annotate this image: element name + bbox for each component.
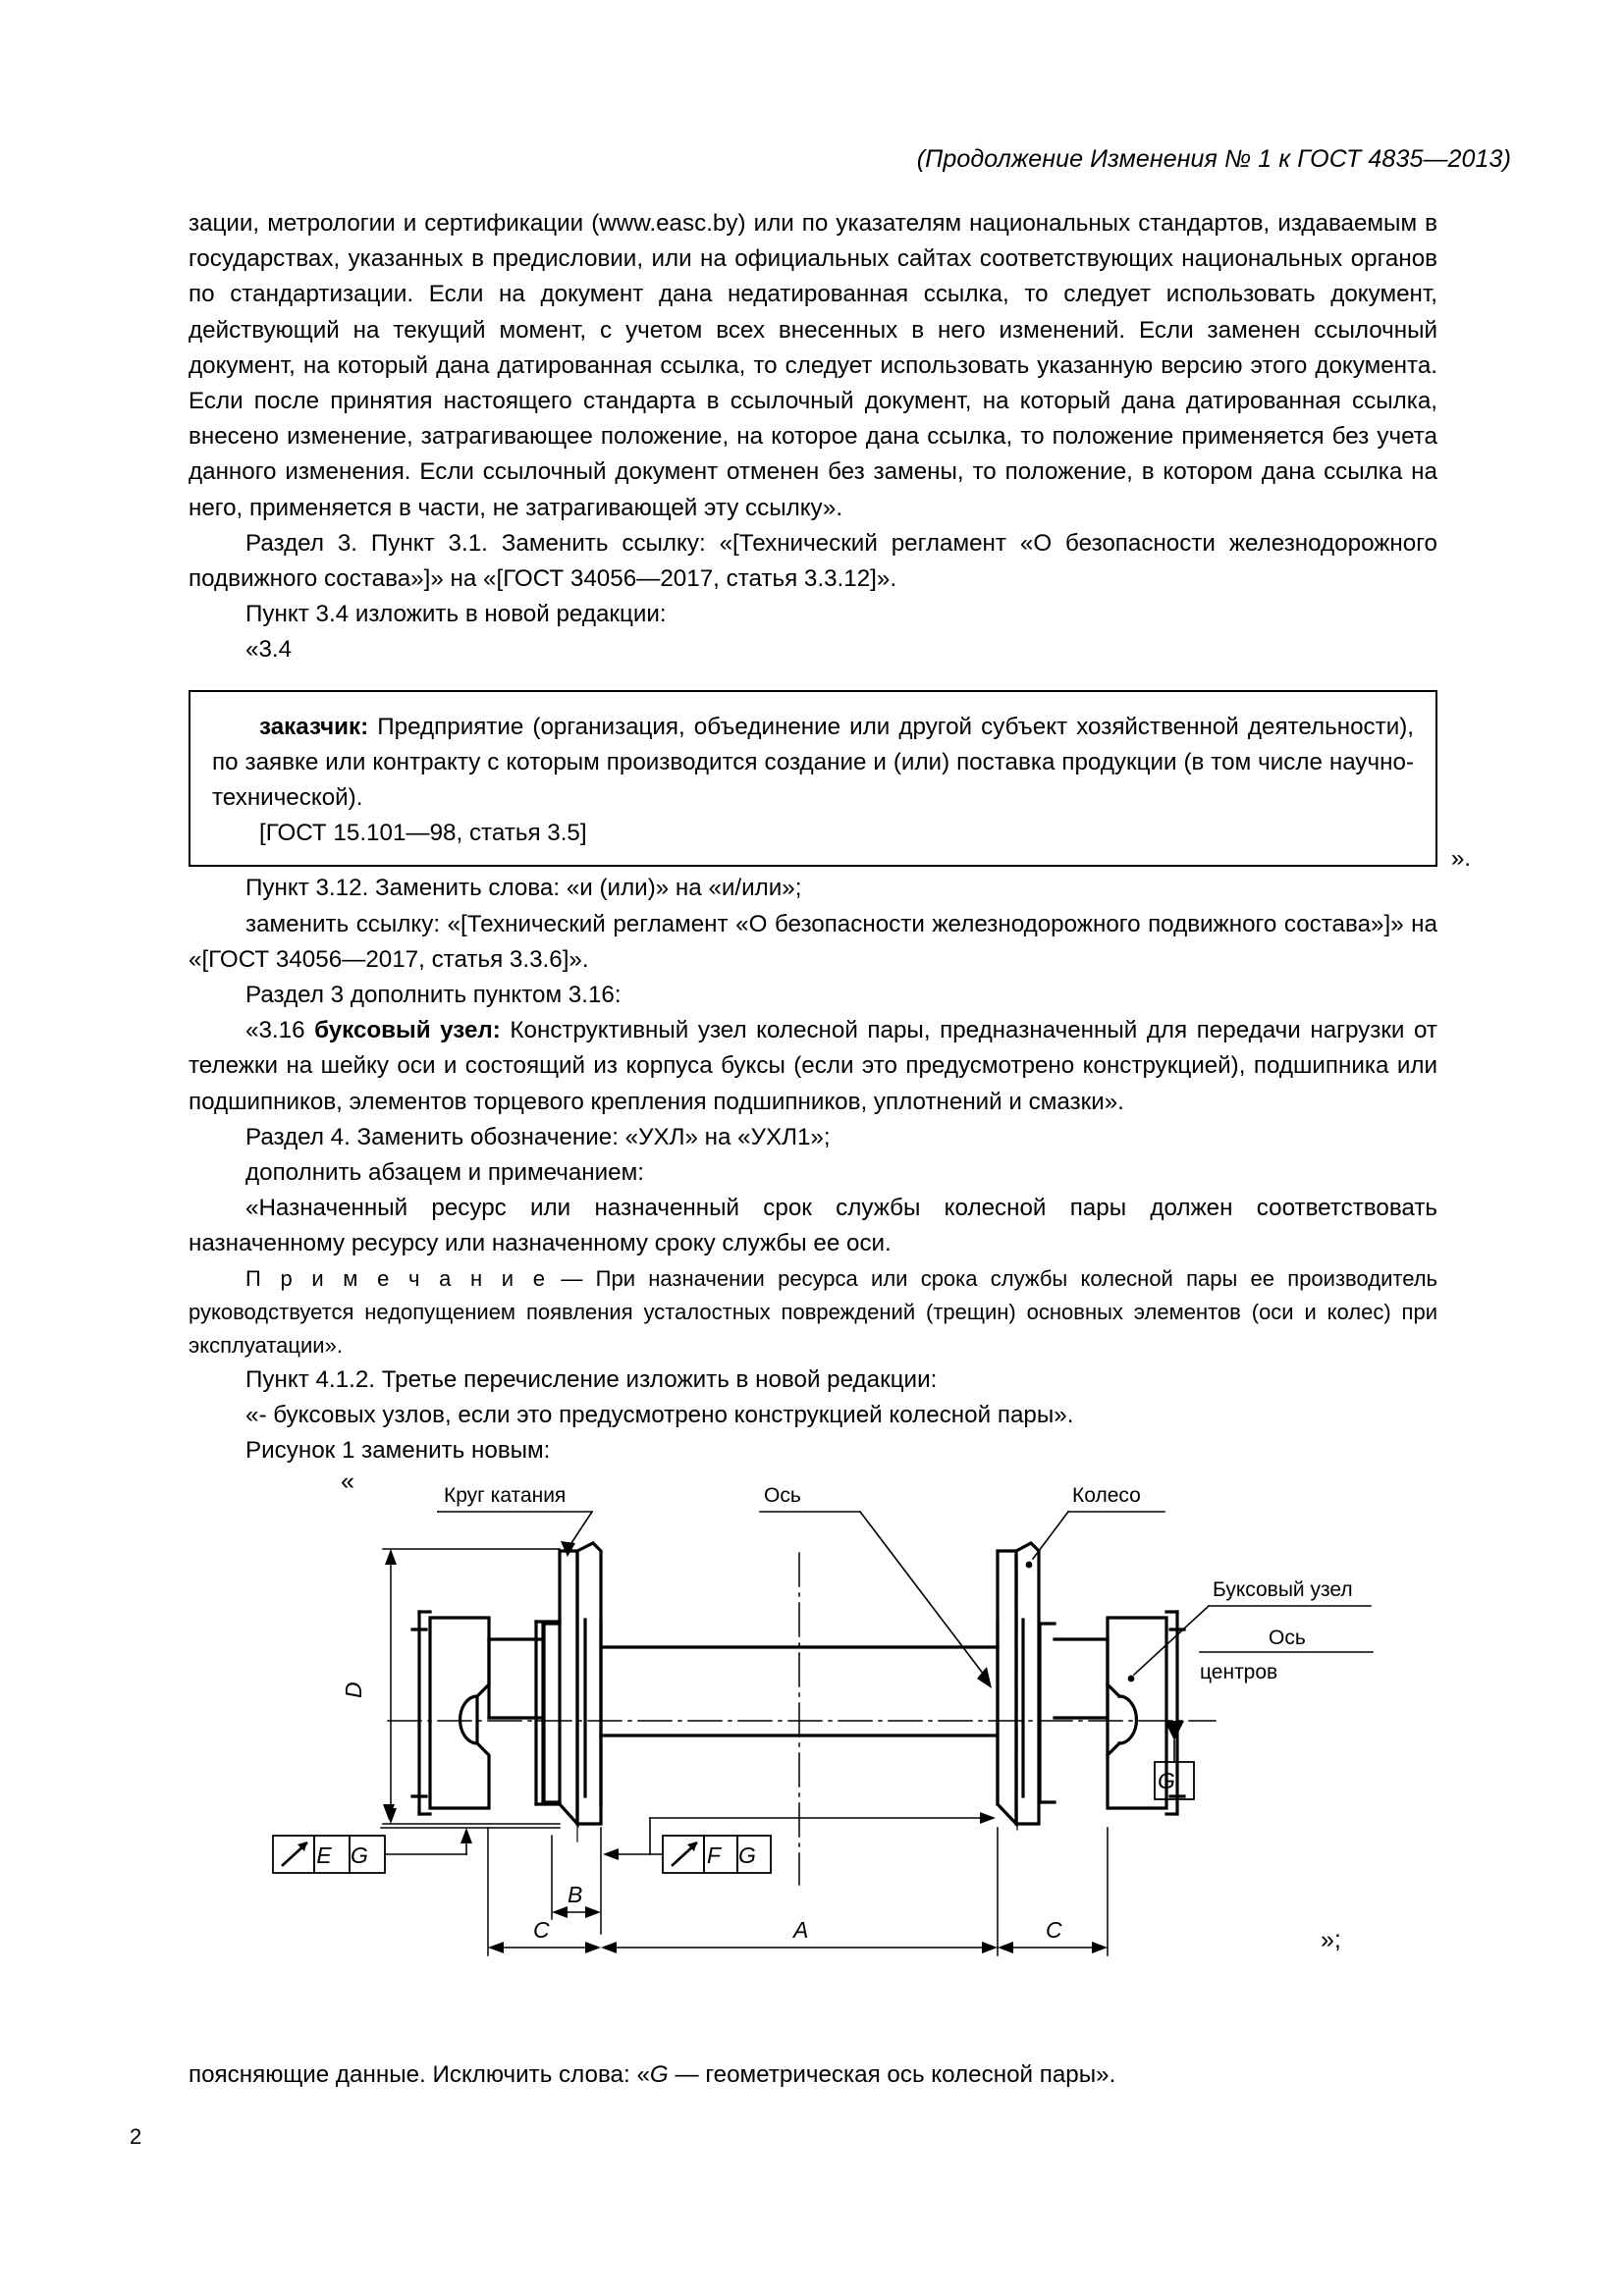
leader-dot-wheel <box>1025 1561 1033 1569</box>
left-wheel <box>542 1541 603 1829</box>
fcf-eg-arrow <box>460 1828 472 1843</box>
label-tread-circle: Круг катания <box>444 1484 566 1507</box>
dimension-D <box>382 1548 561 1825</box>
fcf-cell-F: F <box>707 1842 723 1868</box>
fcf-fg-arrow-left <box>603 1848 619 1860</box>
paragraph-section3-add316: Раздел 3 дополнить пунктом 3.16: <box>245 982 622 1009</box>
runout-arrowhead-middle <box>687 1842 697 1851</box>
axle-hub-left <box>534 1620 603 1806</box>
paragraph-assigned-resource: «Назначенный ресурс или назначенный срок… <box>189 1195 1437 1257</box>
definition-box-wrapper: заказчик: Предприятие (организация, объе… <box>189 689 1471 872</box>
paragraph-item412-enum: «- буксовых узлов, если это предусмотрен… <box>245 1401 1074 1428</box>
dim-label-B: B <box>568 1882 582 1907</box>
datum-triangle-g <box>1164 1721 1184 1740</box>
dim-arrow-d-top <box>385 1549 397 1565</box>
paragraph-note: П р и м е ч а н и е — При назначении рес… <box>189 1262 1437 1362</box>
trailing-before: поясняющие данные. Исключить слова: « <box>189 2061 650 2088</box>
left-wheel-hub <box>541 1622 560 1804</box>
dim-arrow-a-left <box>601 1942 617 1953</box>
dim-arrow-cleft-r <box>585 1942 601 1953</box>
right-wheel <box>996 1541 1041 1829</box>
dim-arrow-a-right <box>982 1942 998 1953</box>
definition-term: заказчик: <box>259 713 369 740</box>
figure-open-quote: « <box>341 1468 354 1495</box>
trailing-symbol: G <box>649 2061 669 2088</box>
right-axlebox <box>1105 1610 1186 1816</box>
document-body: зации, метрологии и сертификации (www.ea… <box>189 206 1471 1468</box>
dim-arrow-b-right <box>585 1906 601 1918</box>
label-wheel: Колесо <box>1072 1484 1141 1507</box>
datum-label-G: G <box>1158 1768 1175 1793</box>
fcf-cell-E: E <box>316 1842 332 1868</box>
dim-label-C-right: C <box>1046 1917 1062 1943</box>
fcf-cell-G-left: G <box>351 1842 368 1868</box>
label-axlebox-unit: Буксовый узел <box>1213 1578 1353 1601</box>
paragraph-item34-intro: Пункт 3.4 изложить в новой редакции: <box>245 601 667 628</box>
figure-wheelset: « »; <box>0 1443 1624 1993</box>
paragraph-reference-rules: зации, метрологии и сертификации (www.ea… <box>189 210 1437 521</box>
leader-arrow-tread <box>561 1541 575 1557</box>
note-label: П р и м е ч а н и е <box>245 1265 549 1291</box>
dim-label-C-left: C <box>533 1917 550 1943</box>
label-axle: Ось <box>764 1484 801 1507</box>
paragraph-item312-b: заменить ссылку: «[Технический регламент… <box>189 910 1437 973</box>
definition-source: [ГОСТ 15.101—98, статья 3.5] <box>259 820 587 847</box>
leader-dot-axlebox <box>1127 1675 1135 1682</box>
fcf-cell-G-middle: G <box>738 1842 756 1868</box>
note-text: — При назначении ресурса или срока служб… <box>189 1265 1437 1358</box>
leader-axle <box>759 1510 989 1681</box>
dim-label-A: A <box>791 1917 808 1943</box>
definition-text: заказчик: Предприятие (организация, объе… <box>212 710 1414 817</box>
page-number: 2 <box>130 2124 142 2149</box>
running-header: (Продолжение Изменения № 1 к ГОСТ 4835—2… <box>916 145 1511 173</box>
fcf-eg-leader <box>384 1835 467 1855</box>
dimension-C-left <box>487 1827 592 1956</box>
dimension-C-right <box>1006 1827 1109 1956</box>
paragraph-item34-number: «3.4 <box>245 636 293 664</box>
paragraph-section4-add: дополнить абзацем и примечанием: <box>245 1159 644 1187</box>
leader-wheel <box>1031 1510 1165 1561</box>
item316-prefix: «3.16 <box>245 1017 315 1044</box>
trailing-paragraph: поясняющие данные. Исключить слова: «G —… <box>189 2057 1437 2093</box>
definition-box: заказчик: Предприятие (организация, объе… <box>189 689 1437 868</box>
paragraph-section4-designation: Раздел 4. Заменить обозначение: «УХЛ» на… <box>245 1123 831 1150</box>
paragraph-section3-item31: Раздел 3. Пункт 3.1. Заменить ссылку: «[… <box>189 529 1437 593</box>
dimension-B <box>551 1827 602 1935</box>
datum-frame-g <box>1154 1761 1195 1800</box>
dimension-A <box>610 1827 999 1956</box>
right-wheel-hub <box>1038 1622 1056 1804</box>
dim-arrow-cleft-l <box>488 1942 504 1953</box>
leader-axlebox <box>1132 1604 1372 1677</box>
definition-closing-quote: ». <box>1450 845 1471 873</box>
label-centers-axis-2: центров <box>1200 1661 1277 1683</box>
item316-term: буксовый узел: <box>314 1017 501 1044</box>
dim-arrow-b-left <box>552 1906 568 1918</box>
runout-arrowhead-left <box>298 1842 307 1851</box>
dim-arrow-cright-r <box>1092 1942 1108 1953</box>
fcf-fg-leader-right <box>649 1817 988 1855</box>
fcf-eg-upper-arrow <box>383 1804 395 1820</box>
wheelset-drawing-svg: Круг катания Ось Колесо Буксовый узел Ос… <box>272 1484 1374 1956</box>
trailing-after: — геометрическая ось колесной пары». <box>668 2061 1116 2088</box>
figure-close-quote: »; <box>1321 1926 1341 1953</box>
leader-arrow-axle <box>977 1667 992 1688</box>
left-axlebox <box>410 1610 491 1816</box>
paragraph-figure1-replace: Рисунок 1 заменить новым: <box>245 1437 551 1465</box>
paragraph-item412: Пункт 4.1.2. Третье перечисление изложит… <box>245 1365 938 1393</box>
paragraph-item312-a: Пункт 3.12. Заменить слова: «и (или)» на… <box>245 875 802 902</box>
axle-journal-right <box>1053 1637 1110 1720</box>
dim-arrow-cright-l <box>998 1942 1013 1953</box>
fcf-eg-frame <box>272 1835 386 1874</box>
definition-body: Предприятие (организация, объединение ил… <box>212 713 1414 812</box>
dim-label-D: D <box>341 1682 366 1698</box>
fcf-fg-arrow-right <box>980 1812 996 1824</box>
paragraph-item316: «3.16 буксовый узел: Конструктивный узел… <box>189 1013 1437 1120</box>
item316-rest: Конструктивный узел колесной пары, предн… <box>189 1017 1437 1115</box>
label-centers-axis-1: Ось <box>1269 1627 1306 1649</box>
